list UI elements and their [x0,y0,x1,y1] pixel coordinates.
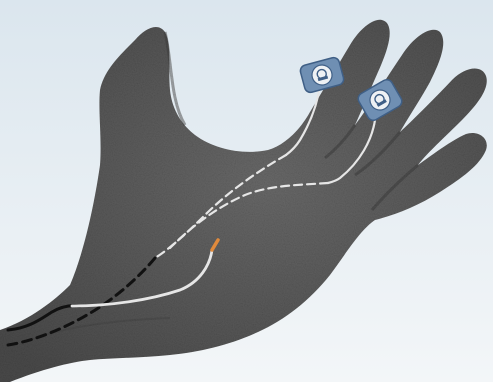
illustration-canvas [0,0,493,382]
hand-electrode-illustration [0,0,493,382]
